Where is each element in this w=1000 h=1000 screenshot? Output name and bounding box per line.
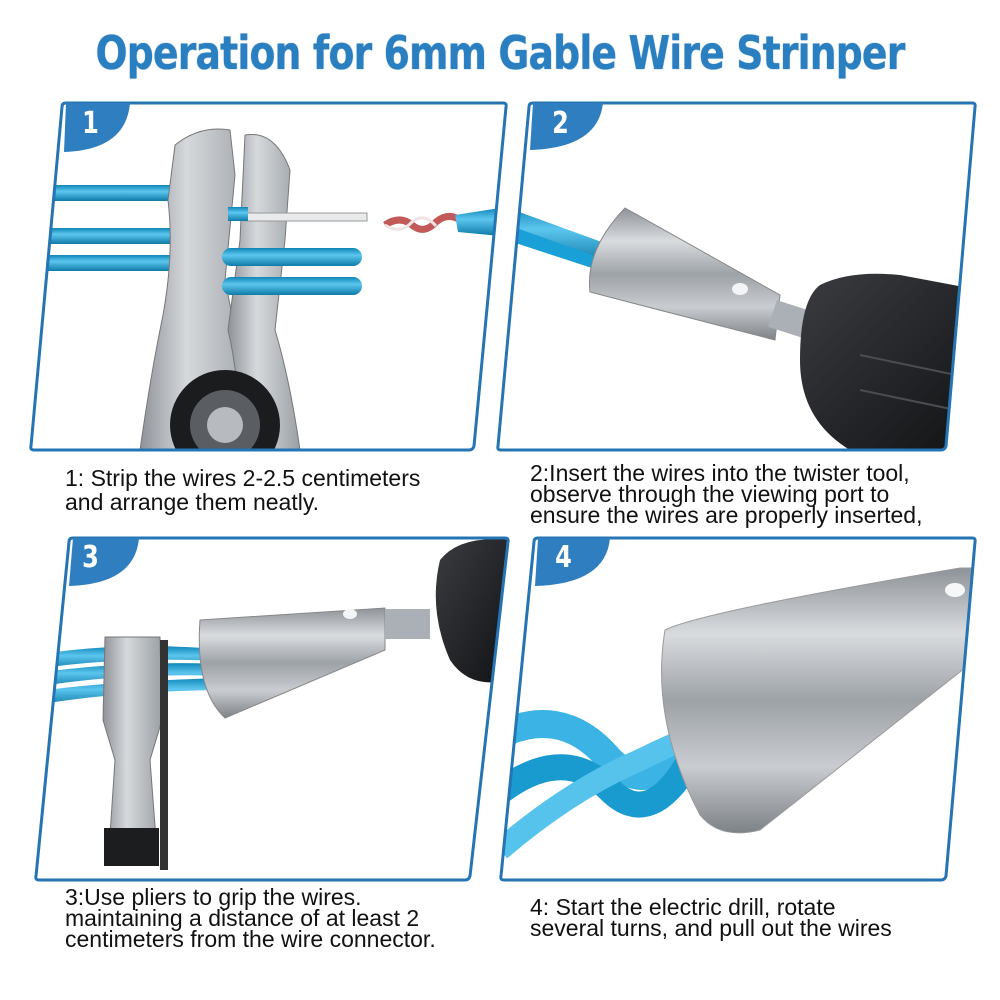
step-3-number: 3 [82,540,99,575]
step-4-illustration [500,567,976,859]
step-1-caption: 1: Strip the wires 2-2.5 centimeters and… [65,465,421,515]
step-2-badge [530,103,603,150]
step-2-caption: 2:Insert the wires into the twister tool… [530,460,923,528]
step-1-panel [29,101,508,452]
step-3-panel [34,536,510,882]
step-3-caption: 3:Use pliers to grip the wires. maintain… [65,884,436,952]
step-4-badge [535,538,610,586]
step-1-number: 1 [82,106,99,141]
step-3-illustration [35,539,509,870]
step-2-illustration [500,205,976,450]
step-3-badge [69,538,139,586]
step-2-panel [496,101,977,452]
step-1-illustration [30,128,500,450]
page-title: Operation for 6mm Gable Wire Strinper [95,26,906,80]
step-4-panel [499,536,977,882]
step-1-badge [64,103,130,152]
step-4-caption: 4: Start the electric drill, rotate seve… [530,894,892,941]
step-2-number: 2 [552,106,569,141]
step-4-number: 4 [555,540,572,575]
